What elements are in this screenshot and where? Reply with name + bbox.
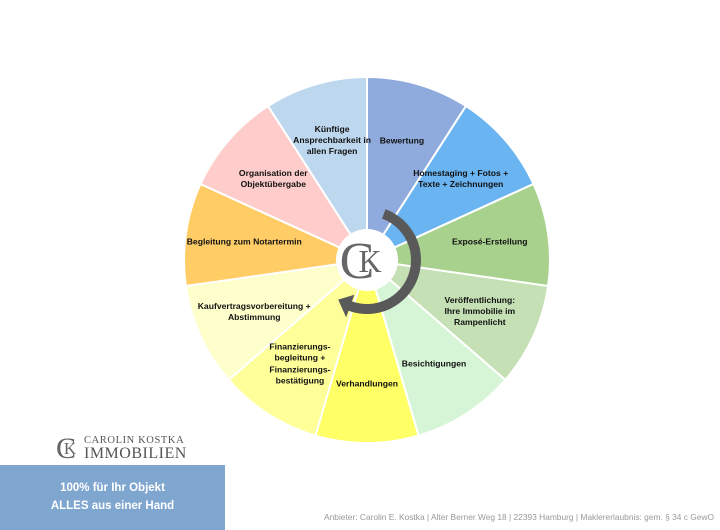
wheel-segment [364,104,535,263]
wheel-segment [266,75,368,264]
segment-label: Verhandlungen [335,378,399,389]
segment-label: Kaufvertragsvorbereitung + Abstimmung [197,300,311,322]
svg-text:K: K [64,439,77,458]
wheel-segment [184,258,371,382]
company-name: CAROLIN KOSTKA [84,435,185,446]
segment-label: Begleitung zum Notartermin [186,236,302,247]
center-logo-c: C [340,233,375,290]
segment-label: Künftige Ansprechbarkeit in allen Fragen [293,124,371,157]
segment-label: Exposé-Erstellung [452,236,528,247]
svg-text:C: C [56,432,76,462]
segment-label: Organisation der Objektübergabe [238,167,308,189]
flow-arrow [338,209,422,318]
segment-label: Veröffentlichung: Ihre Immobilie im Ramp… [444,294,516,328]
wheel-segment [314,256,420,444]
wheel-segment [227,257,369,437]
promo-line1: 100% für Ihr Objekt [60,481,165,494]
provider-footer: Anbieter: Carolin E. Kostka | Alter Bern… [324,512,714,522]
center-logo-k: K [358,243,381,279]
wheel-segment [365,257,507,437]
segment-label: Finanzierungs- begleitung + Finanzierung… [269,341,331,386]
promo-line2: ALLES aus einer Hand [50,499,175,512]
wheel-segment [183,182,371,288]
segment-label: Besichtigungen [401,358,467,369]
center-logo-circle [336,229,398,291]
ck-logo-icon: C K [56,432,77,462]
company-type: IMMOBILIEN [84,445,187,462]
promo-banner: 100% für Ihr Objekt ALLES aus einer Hand [0,465,225,530]
wheel-segment [363,258,550,382]
wheel-segment [199,104,370,263]
segment-label: Homestaging + Fotos + Texte + Zeichnunge… [413,167,509,189]
segment-label: Bewertung [379,135,425,146]
